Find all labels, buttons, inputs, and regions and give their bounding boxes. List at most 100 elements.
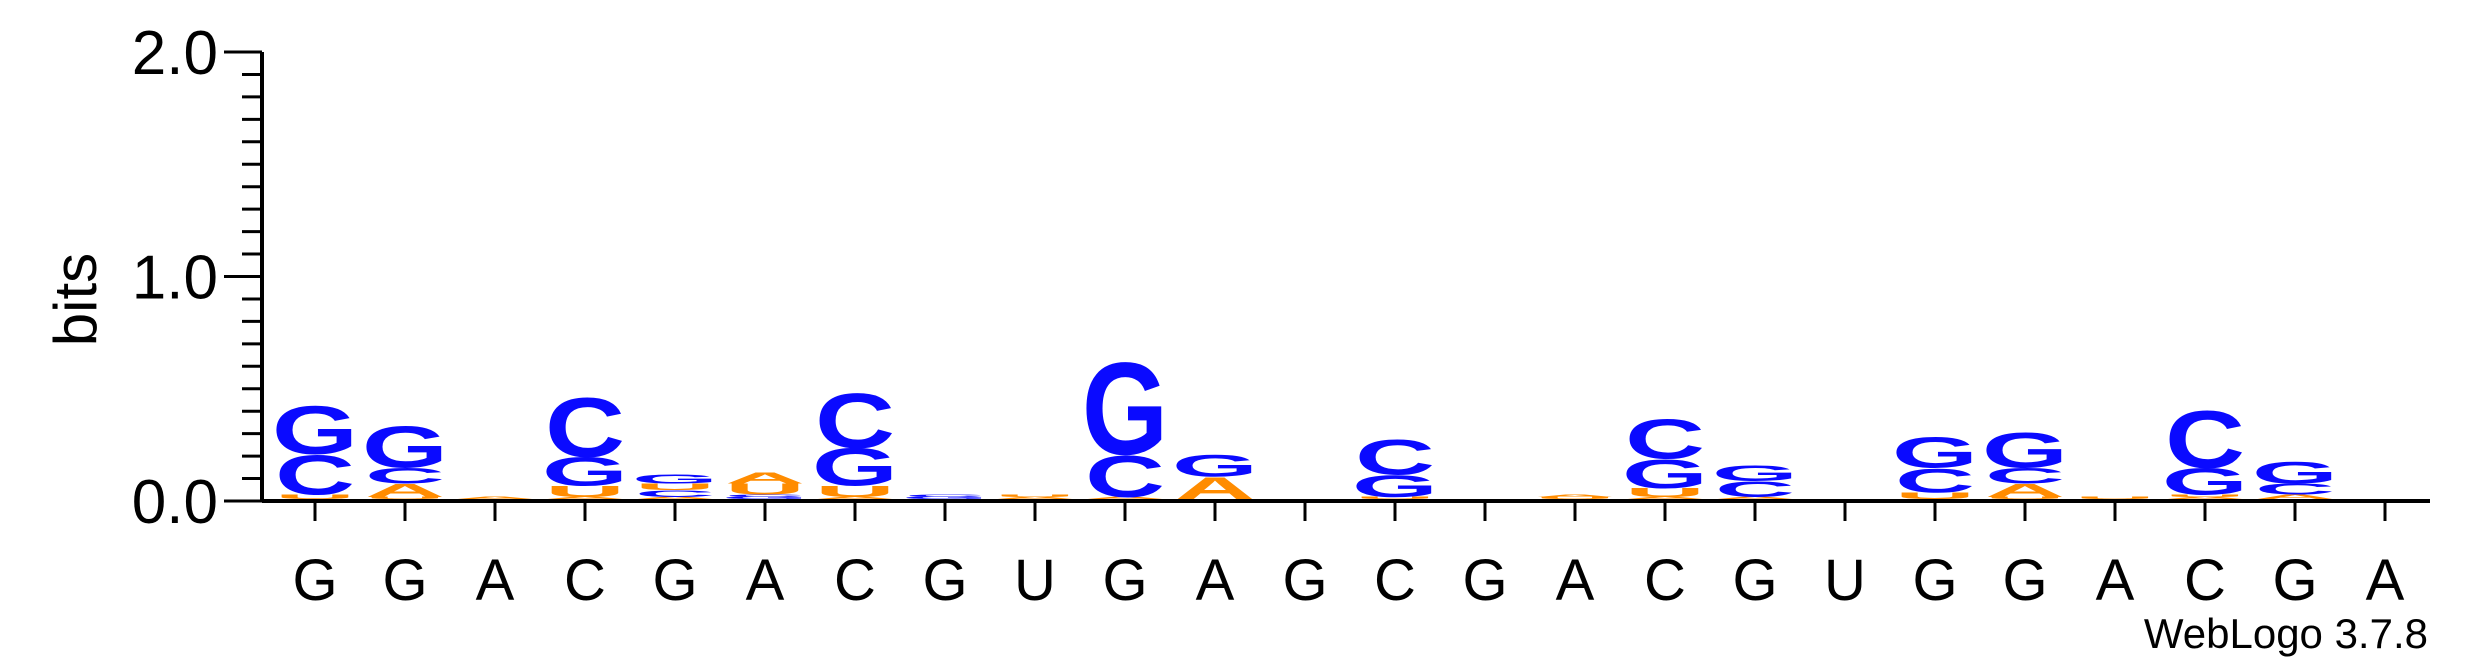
logo-stack-10: ACG: [1082, 335, 1168, 509]
logo-letter-g: G: [632, 472, 718, 486]
logo-letter-c: C: [635, 488, 715, 499]
x-tick-label: G: [2272, 548, 2317, 613]
logo-letter-c: C: [905, 494, 985, 498]
logo-letter-u: U: [815, 482, 895, 500]
x-tick-label: G: [1282, 548, 1327, 613]
logo-letter-a: A: [725, 469, 805, 487]
logo-letter-u: U: [1895, 491, 1975, 502]
x-tick-label: C: [1644, 548, 1686, 613]
x-tick-label: A: [1196, 548, 1235, 613]
logo-letter-g: G: [722, 496, 808, 500]
logo-letter-a: A: [815, 496, 895, 500]
logo-letter-a: A: [455, 496, 535, 500]
logo-letter-a: A: [635, 496, 715, 500]
logo-letter-a: A: [1085, 496, 1165, 500]
x-tick-label: C: [834, 548, 876, 613]
logo-letter-g: G: [902, 496, 988, 500]
logo-letter-u: U: [365, 496, 445, 500]
logo-letter-g: G: [1082, 335, 1168, 482]
logo-letter-c: C: [815, 377, 895, 464]
x-tick-label: G: [1912, 548, 1957, 613]
logo-letter-a: A: [2165, 496, 2245, 500]
logo-letter-g: G: [542, 448, 628, 494]
logo-letter-g: G: [1892, 428, 1978, 477]
logo-letter-c: C: [1355, 429, 1435, 485]
logo-letter-c: C: [1715, 477, 1795, 501]
logo-letter-u: U: [2075, 496, 2155, 500]
logo-stack-11: AG: [1172, 448, 1258, 505]
logo-letter-u: U: [725, 480, 805, 498]
x-tick-label: A: [1556, 548, 1595, 613]
y-tick-label: 1.0: [132, 244, 218, 313]
x-tick-label: A: [476, 548, 515, 613]
logo-letter-g: G: [812, 438, 898, 497]
logo-letter-a: A: [365, 480, 445, 501]
logo-letter-c: C: [1625, 407, 1705, 471]
logo-letter-g: G: [362, 413, 448, 480]
logo-letter-u: U: [545, 482, 625, 500]
logo-letter-a: A: [1625, 496, 1705, 500]
logo-letter-g: G: [2162, 460, 2248, 502]
logo-stack-1: UCG: [272, 391, 358, 506]
x-tick-label: G: [1732, 548, 1777, 613]
y-tick-label: 2.0: [132, 19, 218, 88]
logo-letter-u: U: [2165, 494, 2245, 498]
logo-stack-15: UA: [1535, 494, 1615, 500]
weblogo-credit: WebLogo 3.7.8: [2144, 610, 2428, 657]
logo-letter-u: U: [1985, 496, 2065, 500]
x-tick-label: G: [382, 548, 427, 613]
logo-letter-a: A: [1985, 480, 2065, 501]
x-tick-label: C: [1374, 548, 1416, 613]
logo-letter-g: G: [1622, 451, 1708, 497]
logo-letter-u: U: [635, 482, 715, 493]
logo-stack-21: U: [2075, 496, 2155, 500]
x-tick-label: A: [2096, 548, 2135, 613]
x-tick-label: G: [1462, 548, 1507, 613]
logo-letter-u: U: [275, 493, 355, 500]
logo-letter-a: A: [1715, 496, 1795, 500]
logo-letter-c: C: [725, 494, 805, 498]
x-tick-label: C: [564, 548, 606, 613]
logo-letter-u: U: [1535, 496, 1615, 500]
x-tick-label: A: [746, 548, 785, 613]
y-axis: 0.0 1.0 2.0: [132, 19, 264, 537]
x-tick-label: G: [922, 548, 967, 613]
x-tick-label: G: [1102, 548, 1147, 613]
logo-letter-a: A: [1535, 494, 1615, 498]
logo-letter-g: G: [1352, 469, 1438, 504]
logo-letter-g: G: [1172, 448, 1258, 483]
x-tick-label: G: [2002, 548, 2047, 613]
logo-letter-c: C: [545, 380, 625, 474]
logo-letter-u: U: [1625, 485, 1705, 499]
logo-letter-c: C: [1985, 464, 2065, 488]
logo-stack-19: UCG: [1892, 428, 1978, 501]
logo-letter-g: G: [2252, 455, 2338, 490]
logo-stack-17: ACG: [1712, 461, 1798, 501]
logo-stack-23: ACG: [2252, 455, 2338, 500]
logo-stack-3: A: [455, 496, 535, 500]
logo-letter-c: C: [1895, 462, 1975, 500]
y-tick-label: 0.0: [132, 468, 218, 537]
logo-letter-c: C: [275, 443, 355, 507]
logo-letter-a: A: [995, 496, 1075, 500]
x-tick-label: C: [2184, 548, 2226, 613]
logo-stack-13: UGC: [1352, 429, 1438, 503]
logo-letter-a: A: [2255, 493, 2335, 500]
x-tick-label: A: [2366, 548, 2405, 613]
y-axis-label: bits: [42, 253, 109, 346]
x-tick-label: G: [652, 548, 697, 613]
x-tick-label: U: [1824, 548, 1866, 613]
logo-letter-u: U: [1355, 496, 1435, 500]
logo-letter-c: C: [365, 464, 445, 488]
